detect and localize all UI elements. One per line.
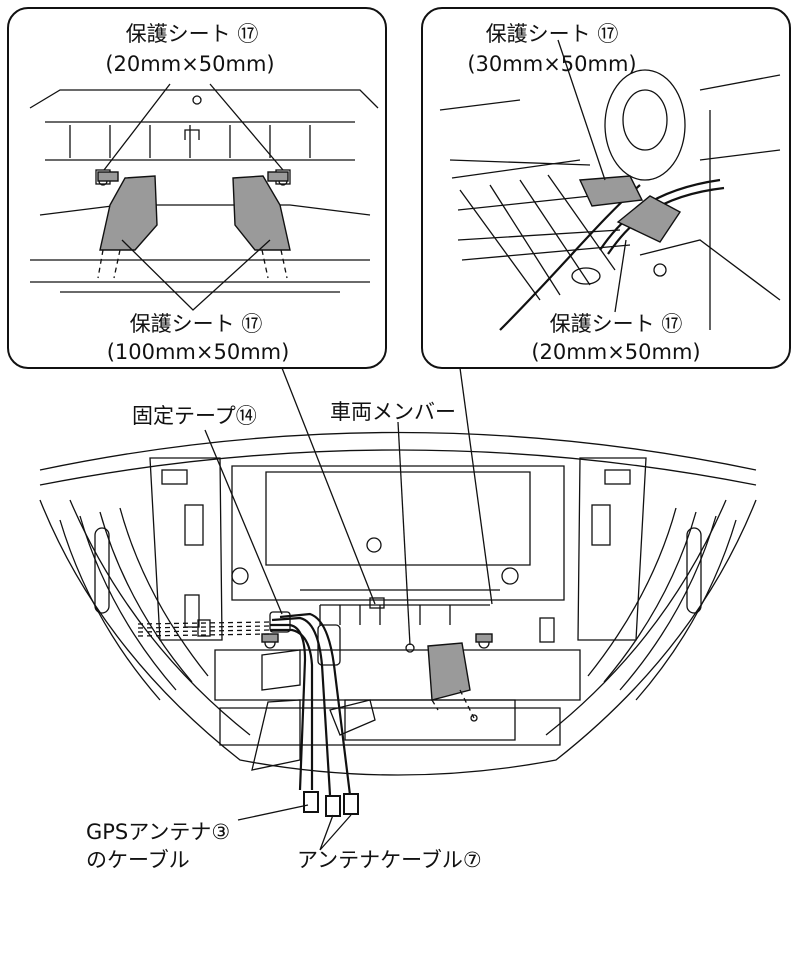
protection-sheet-30mm: [578, 175, 644, 207]
left-bottom-sheet-size: (100mm×50mm): [106, 340, 290, 364]
protection-sheet-20mm: [616, 195, 682, 243]
antenna-cable-connector-1: [325, 795, 341, 817]
protection-sheet-left: [99, 175, 158, 251]
fixing-tape-label: 固定テープ⑭: [132, 404, 257, 428]
vehicle-member-label: 車両メンバー: [330, 400, 456, 424]
antenna-cable-label: アンテナケーブル⑦: [297, 848, 482, 872]
small-sheet-left: [97, 171, 119, 182]
gps-cable-label-line2: のケーブル: [86, 848, 190, 872]
gps-cable-connector: [303, 791, 319, 813]
antenna-cable-connector-2: [343, 793, 359, 815]
protection-sheet-right: [232, 175, 291, 251]
left-top-sheet-size: (20mm×50mm): [105, 52, 275, 76]
small-sheet-right: [267, 171, 289, 182]
right-top-sheet-label: 保護シート ⑰: [485, 22, 619, 46]
right-inset: [421, 7, 791, 369]
main-view: [39, 421, 757, 851]
protection-sheet-main: [427, 642, 471, 701]
left-top-sheet-label: 保護シート ⑰: [125, 22, 259, 46]
right-top-sheet-size: (30mm×50mm): [467, 52, 637, 76]
left-bottom-sheet-label: 保護シート ⑰: [129, 312, 263, 336]
gps-cable-label-line1: GPSアンテナ③: [86, 820, 231, 844]
left-inset: [7, 7, 387, 369]
right-bottom-sheet-label: 保護シート ⑰: [549, 312, 683, 336]
right-bottom-sheet-size: (20mm×50mm): [531, 340, 701, 364]
